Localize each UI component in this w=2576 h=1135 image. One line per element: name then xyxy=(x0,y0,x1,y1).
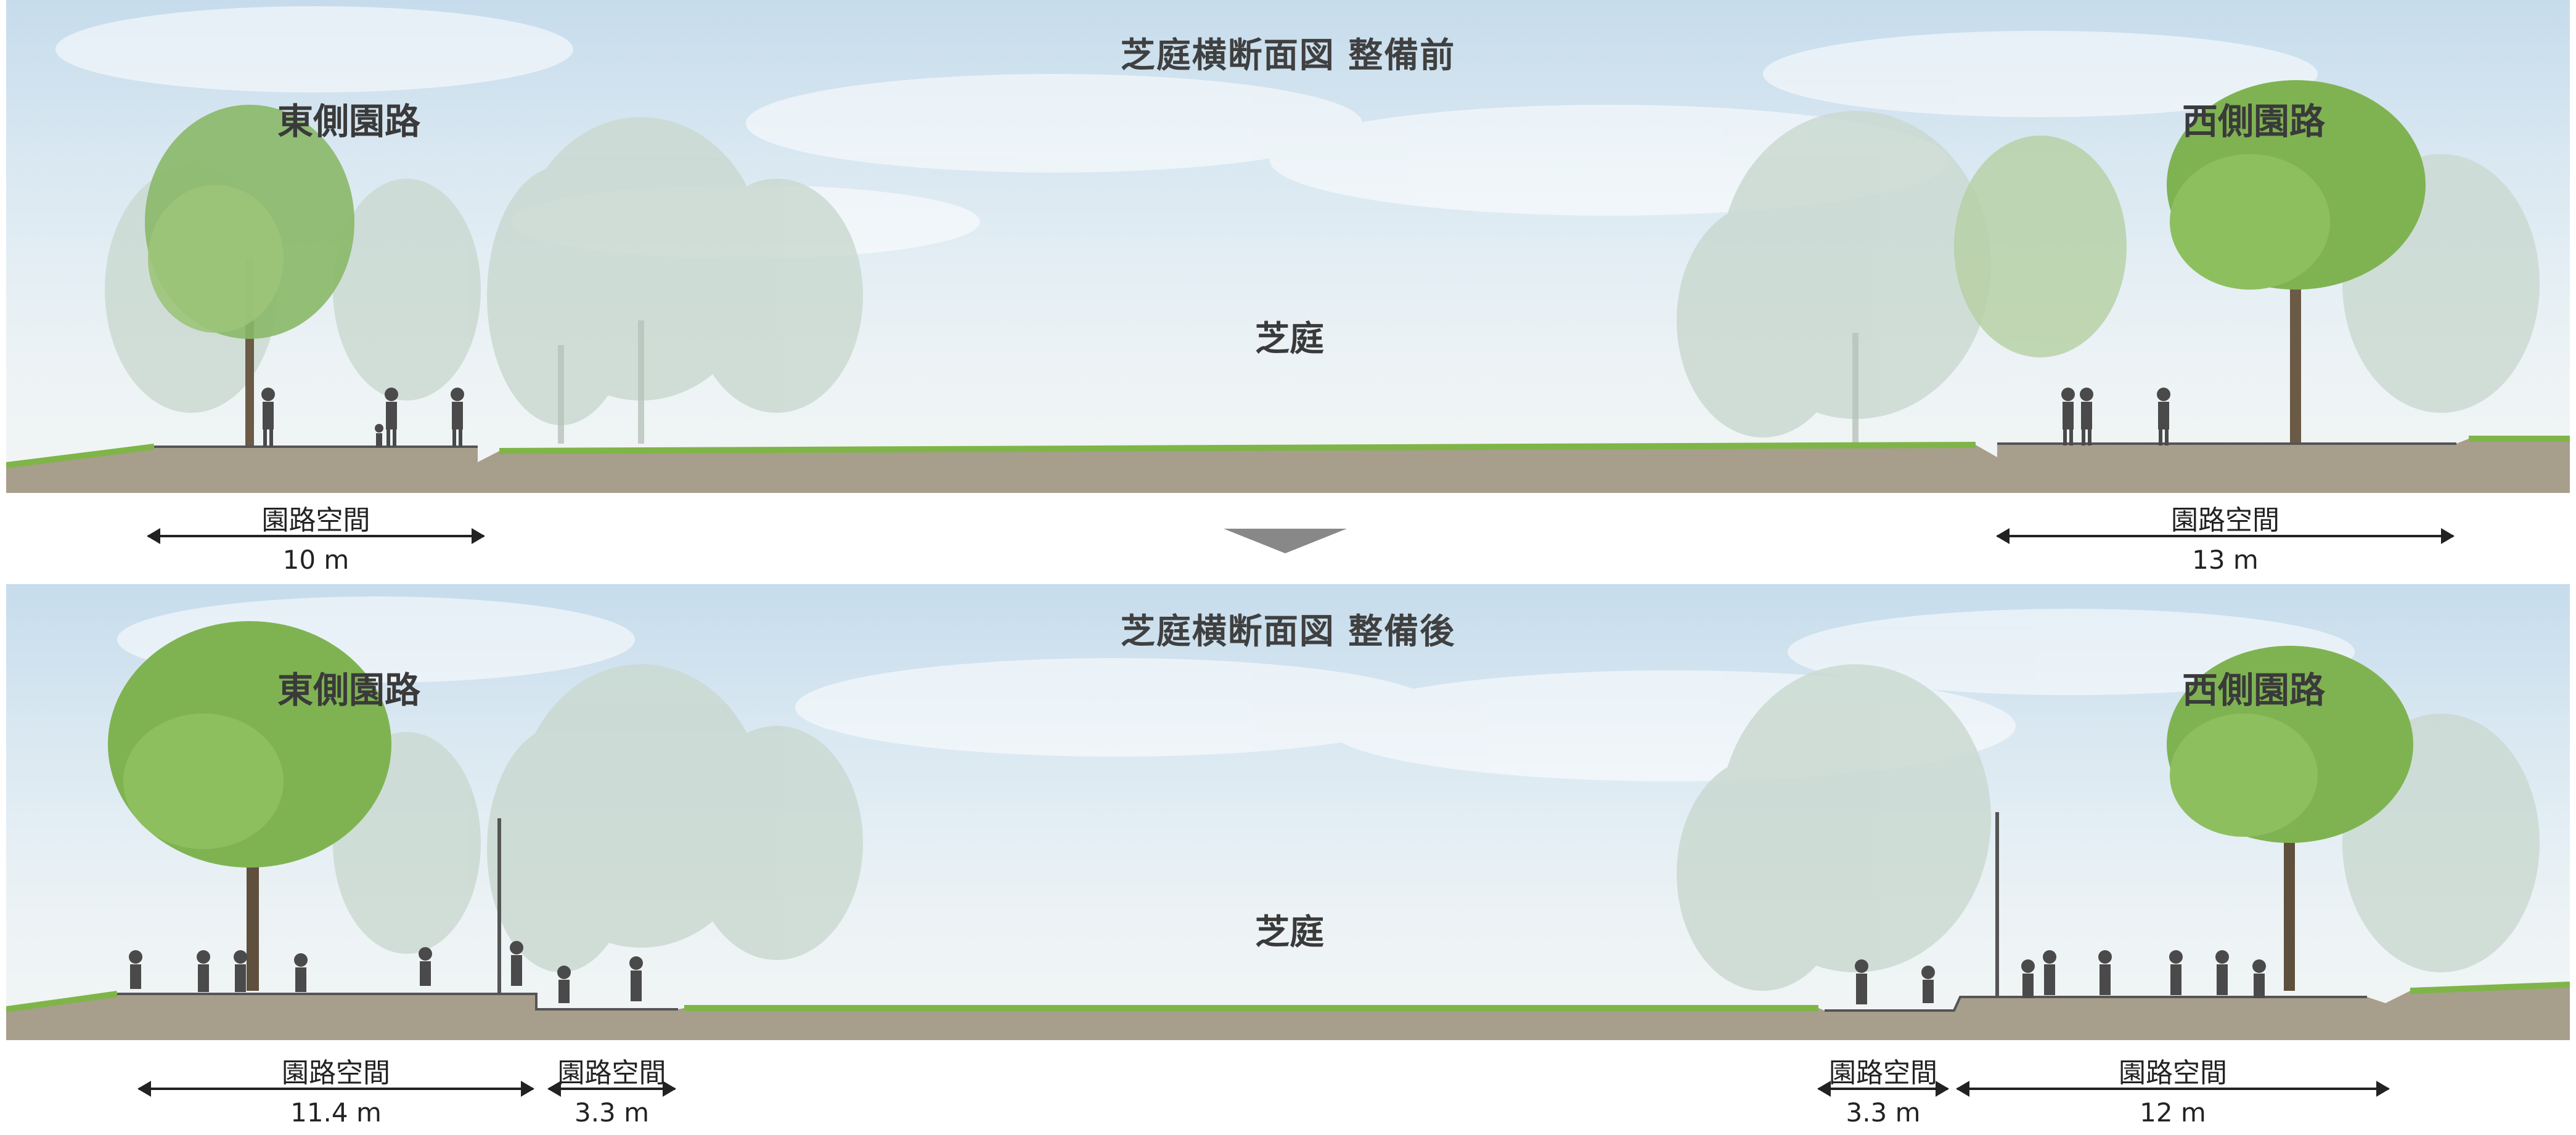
arrow-down-icon xyxy=(1224,529,1347,553)
dim-value: 12 m xyxy=(2140,1097,2206,1128)
section-before-illustration xyxy=(6,6,2570,493)
before-east-path-label: 東側園路 xyxy=(277,100,421,142)
tree-east xyxy=(108,621,391,991)
dim-arrow xyxy=(547,1081,676,1097)
background-trees xyxy=(333,664,2540,991)
after-dim-west-1: 園路空間 3.3 m xyxy=(1817,1051,1949,1131)
section-after-panel: 芝庭横断面図 整備後 東側園路 西側園路 芝庭 xyxy=(6,584,2570,1040)
after-dim-east-2: 園路空間 3.3 m xyxy=(547,1051,676,1131)
people-silhouettes xyxy=(129,941,2266,1004)
ground xyxy=(6,985,2570,1040)
lamp-posts xyxy=(497,812,1999,1003)
after-dim-east-1: 園路空間 11.4 m xyxy=(137,1051,534,1131)
after-lawn-label: 芝庭 xyxy=(1255,913,1324,953)
dim-value: 3.3 m xyxy=(574,1097,650,1128)
dim-value: 10 m xyxy=(282,545,350,575)
dim-label: 園路空間 xyxy=(261,505,370,536)
tree-west xyxy=(2167,646,2413,991)
dim-value: 11.4 m xyxy=(290,1097,382,1128)
after-title: 芝庭横断面図 整備後 xyxy=(1120,612,1456,652)
dim-arrow xyxy=(1817,1081,1949,1097)
tree-west xyxy=(1954,80,2426,450)
dim-label: 園路空間 xyxy=(2119,1057,2227,1089)
before-dim-west: 園路空間 13 m xyxy=(1996,498,2455,578)
dim-label: 園路空間 xyxy=(2171,505,2280,536)
dim-arrow xyxy=(137,1081,534,1097)
section-before-panel: 芝庭横断面図 整備前 東側園路 西側園路 芝庭 xyxy=(6,0,2570,493)
before-dim-east: 園路空間 10 m xyxy=(147,498,485,578)
dim-value: 3.3 m xyxy=(1846,1097,1921,1128)
grass xyxy=(6,982,2570,1012)
before-title: 芝庭横断面図 整備前 xyxy=(1120,36,1456,76)
grass xyxy=(6,436,2570,468)
dim-label: 園路空間 xyxy=(1829,1057,1937,1089)
dim-arrow xyxy=(1956,1081,2390,1097)
background-trees xyxy=(105,111,2540,437)
dim-label: 園路空間 xyxy=(282,1057,390,1089)
before-lawn-label: 芝庭 xyxy=(1255,319,1324,359)
dim-arrow xyxy=(1996,528,2455,544)
after-east-path-label: 東側園路 xyxy=(277,669,421,711)
dim-value: 13 m xyxy=(2192,545,2259,575)
dim-label: 園路空間 xyxy=(557,1057,666,1089)
dim-arrow xyxy=(147,528,485,544)
people-silhouettes xyxy=(261,388,2170,447)
tree-east xyxy=(145,105,354,450)
before-west-path-label: 西側園路 xyxy=(2182,100,2326,142)
after-west-path-label: 西側園路 xyxy=(2182,669,2326,711)
clouds xyxy=(55,6,2318,259)
after-dim-west-2: 園路空間 12 m xyxy=(1956,1051,2390,1131)
section-after-illustration xyxy=(6,596,2570,1040)
